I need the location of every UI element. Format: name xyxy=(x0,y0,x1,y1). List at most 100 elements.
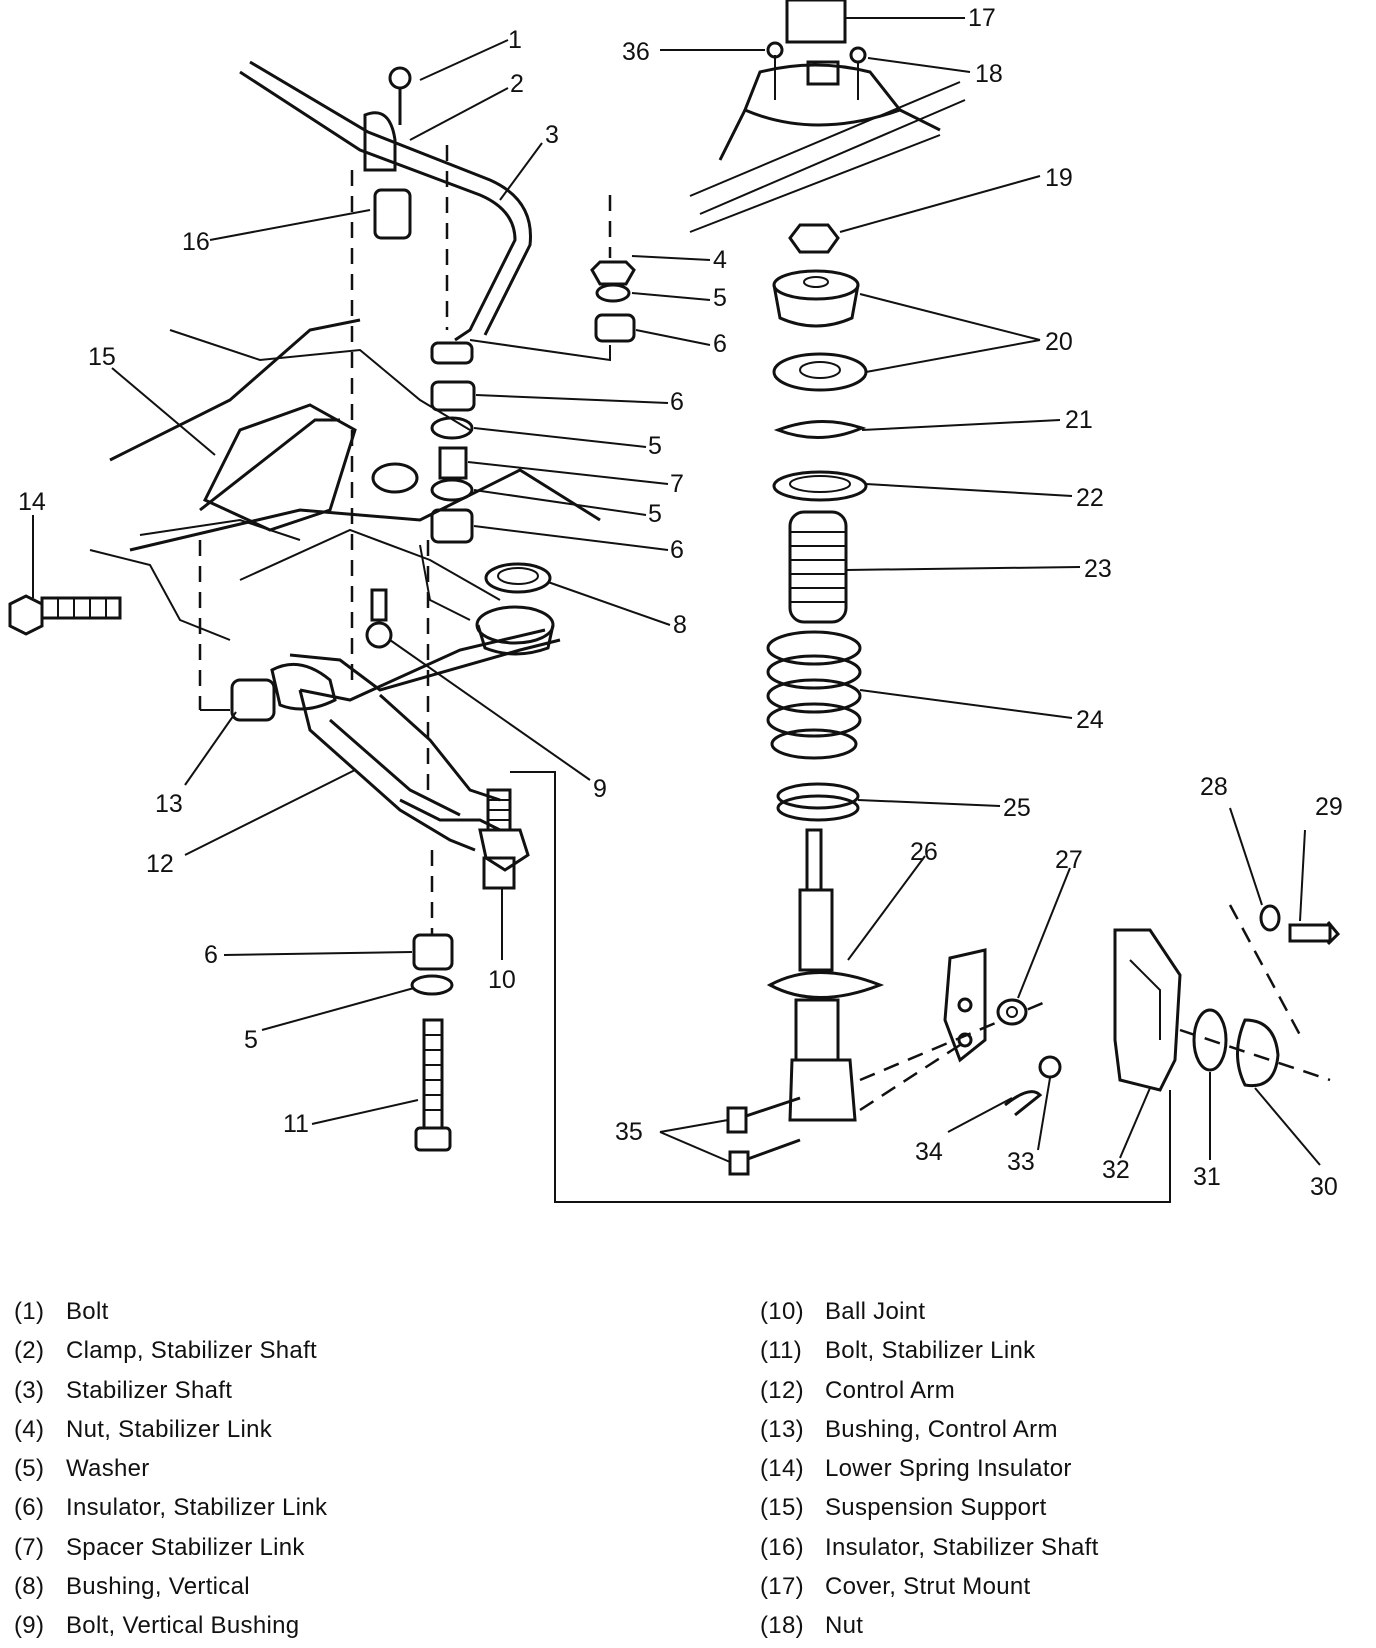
callout-5a: 5 xyxy=(713,284,727,312)
callout-3: 3 xyxy=(545,121,559,149)
legend-label: Bolt, Vertical Bushing xyxy=(66,1612,300,1640)
legend-label: Cover, Strut Mount xyxy=(825,1573,1031,1601)
legend-label: Nut xyxy=(825,1612,864,1640)
callout-labels: 1 2 3 4 5 6 6 5 7 5 6 8 9 10 11 12 13 14… xyxy=(18,4,1343,1201)
legend-number: (13) xyxy=(760,1415,804,1443)
legend-label: Control Arm xyxy=(825,1376,956,1404)
callout-13: 13 xyxy=(155,790,183,818)
callout-19: 19 xyxy=(1045,164,1073,192)
legend-number: (6) xyxy=(14,1494,45,1522)
callout-2: 2 xyxy=(510,70,524,98)
legend-item: (1) Bolt xyxy=(14,1292,327,1331)
callout-36: 36 xyxy=(622,38,650,66)
callout-11: 11 xyxy=(283,1110,309,1138)
callout-24: 24 xyxy=(1076,706,1104,734)
legend-number: (2) xyxy=(14,1337,45,1365)
callout-6a: 6 xyxy=(713,330,727,358)
strut-mount-assembly xyxy=(689,0,966,233)
legend-item: (4)Nut, Stabilizer Link xyxy=(14,1410,327,1449)
stabilizer-shaft-assembly xyxy=(239,60,532,680)
legend-number: (11) xyxy=(760,1337,803,1365)
legend-number: (15) xyxy=(760,1494,804,1522)
legend-label: Bolt, Stabilizer Link xyxy=(825,1337,1036,1365)
callout-21: 21 xyxy=(1065,406,1093,434)
callout-25: 25 xyxy=(1003,794,1031,822)
legend-number: (4) xyxy=(14,1415,45,1443)
legend-label: Clamp, Stabilizer Shaft xyxy=(66,1337,318,1365)
callout-27: 27 xyxy=(1055,846,1083,874)
callout-9: 9 xyxy=(593,775,607,803)
callout-23: 23 xyxy=(1084,555,1112,583)
callout-12: 12 xyxy=(146,850,174,878)
callout-31: 31 xyxy=(1193,1163,1221,1191)
legend-label: Bushing, Control Arm xyxy=(825,1415,1058,1443)
legend-number: (8) xyxy=(14,1573,45,1601)
callout-5b: 5 xyxy=(648,432,662,460)
legend-number: (9) xyxy=(14,1612,45,1640)
control-arm-assembly xyxy=(198,540,561,890)
legend-number: (16) xyxy=(760,1533,804,1561)
callout-29: 29 xyxy=(1315,793,1343,821)
legend-number: (14) xyxy=(760,1455,804,1483)
callout-35: 35 xyxy=(615,1118,643,1146)
legend-column-left: (1) Bolt (2) Clamp, Stabilizer Shaft (3) St… xyxy=(14,1292,327,1646)
legend-number: (10) xyxy=(760,1298,804,1325)
legend-label: Spacer Stabilizer Link xyxy=(66,1533,305,1561)
legend-item: (18) Nut xyxy=(760,1606,1099,1645)
legend-number: (17) xyxy=(760,1573,804,1601)
callout-6c: 6 xyxy=(670,536,684,564)
callout-16: 16 xyxy=(182,228,210,256)
knuckle-connector-line xyxy=(510,771,1171,1203)
lower-link-hardware xyxy=(410,850,454,1152)
legend-label: Stabilizer Shaft xyxy=(66,1376,233,1404)
callout-6b: 6 xyxy=(670,388,684,416)
knuckle-assembly xyxy=(859,904,1341,1117)
stabilizer-link-stack xyxy=(430,195,636,544)
callout-10: 10 xyxy=(488,966,516,994)
legend-item: (16) Insulator, Stabilizer Shaft xyxy=(760,1528,1099,1567)
legend-item: (14) Lower Spring Insulator xyxy=(760,1449,1099,1488)
callout-5c: 5 xyxy=(648,500,662,528)
legend-item: (11) Bolt, Stabilizer Link xyxy=(760,1331,1099,1370)
callout-22: 22 xyxy=(1076,484,1104,512)
legend-label: Bolt xyxy=(66,1298,109,1325)
legend-item: (9) Bolt, Vertical Bushing xyxy=(14,1606,327,1645)
callout-32: 32 xyxy=(1102,1156,1130,1184)
callout-14: 14 xyxy=(18,488,46,516)
callout-30: 30 xyxy=(1310,1173,1338,1201)
legend-item: (7) Spacer Stabilizer Link xyxy=(14,1528,327,1567)
callout-5d: 5 xyxy=(244,1026,258,1054)
legend-number: (3) xyxy=(14,1376,45,1404)
legend-number: (12) xyxy=(760,1376,804,1404)
legend-number: (5) xyxy=(14,1455,45,1483)
legend-item: (5) Washer xyxy=(14,1449,327,1488)
legend-label: Insulator, Stabilizer Link xyxy=(66,1494,328,1522)
callout-8: 8 xyxy=(673,611,687,639)
callout-20: 20 xyxy=(1045,328,1073,356)
legend-label: Washer xyxy=(66,1455,150,1483)
legend-item: (3) Stabilizer Shaft xyxy=(14,1371,327,1410)
legend-item: (2) Clamp, Stabilizer Shaft xyxy=(14,1331,327,1370)
callout-17: 17 xyxy=(968,4,996,32)
legend-number: (18) xyxy=(760,1612,804,1640)
strut-stack xyxy=(726,223,885,1176)
callout-18: 18 xyxy=(975,60,1003,88)
legend-label: Bushing, Vertical xyxy=(66,1573,250,1601)
legend-number: (7) xyxy=(14,1533,45,1561)
callout-28: 28 xyxy=(1200,773,1228,801)
leader-lines xyxy=(32,17,1321,1166)
callout-1: 1 xyxy=(508,26,522,54)
legend-label: Ball Joint xyxy=(825,1298,926,1325)
legend-item: (15)Suspension Support xyxy=(760,1488,1099,1527)
legend-item: (10) Ball Joint xyxy=(760,1292,1099,1331)
legend-column-right: (10) Ball Joint (11) Bolt, Stabilizer Link… xyxy=(760,1292,1099,1646)
legend-label: Insulator, Stabilizer Shaft xyxy=(825,1533,1099,1561)
legend-item: (17) Cover, Strut Mount xyxy=(760,1567,1099,1606)
suspension-support xyxy=(89,318,601,641)
callout-33: 33 xyxy=(1007,1148,1035,1176)
legend-item: (13) Bushing, Control Arm xyxy=(760,1410,1099,1449)
parts-legend: (1) Bolt (2) Clamp, Stabilizer Shaft (3) St… xyxy=(0,1292,1376,1642)
legend-item: (12) Control Arm xyxy=(760,1371,1099,1410)
legend-number: (1) xyxy=(14,1298,45,1325)
legend-label: Lower Spring Insulator xyxy=(825,1455,1072,1483)
